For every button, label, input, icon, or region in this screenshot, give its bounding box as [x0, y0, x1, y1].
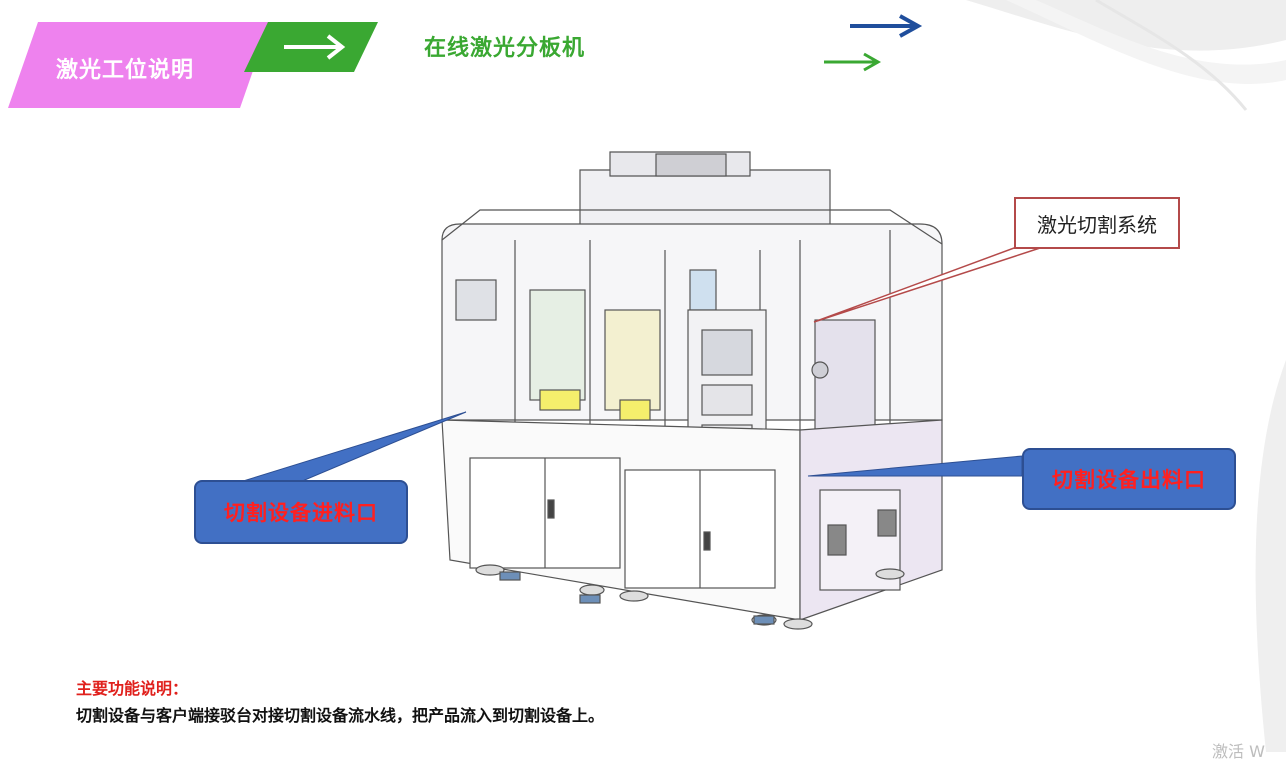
laser-depaneling-machine-illustration [441, 151, 943, 630]
inlet-callout: 切割设备进料口 [194, 480, 408, 544]
right-arrow-icon [284, 34, 346, 60]
decorative-swoosh [966, 0, 1286, 111]
section-banner: 激光工位说明 [8, 22, 270, 108]
banner-shape [8, 22, 270, 108]
right-arrow-icon [850, 14, 923, 38]
function-description-title: 主要功能说明： [76, 679, 189, 698]
decorative-side-swoosh [1255, 360, 1286, 752]
laser-cutting-system-callout: 激光切割系统 [1014, 197, 1180, 249]
activation-watermark: 激活 W [1212, 742, 1265, 761]
function-description-body: 切割设备与客户端接驳台对接切割设备流水线，把产品流入到切割设备上。 [76, 706, 605, 725]
right-arrow-icon [824, 52, 882, 72]
outlet-callout: 切割设备出料口 [1022, 448, 1236, 510]
machine-name: 在线激光分板机 [424, 36, 586, 61]
banner-arrow-tab [244, 22, 378, 72]
section-title: 激光工位说明 [56, 58, 195, 83]
